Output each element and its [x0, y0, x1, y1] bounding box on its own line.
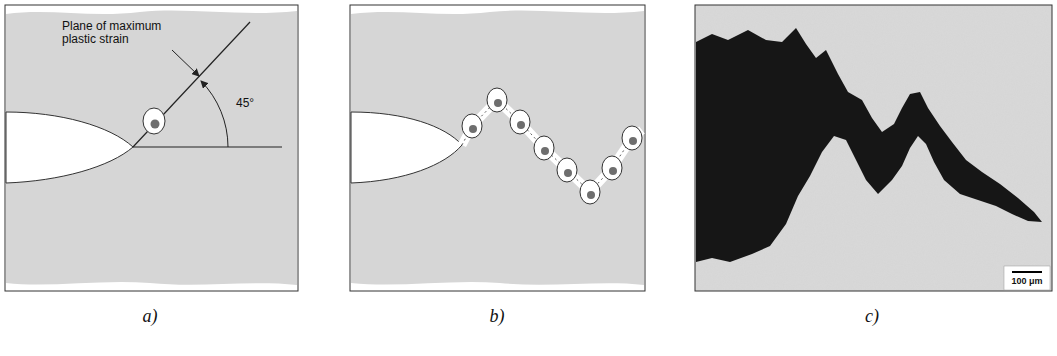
- panel-caption: b): [490, 306, 505, 327]
- plane-label: Plane of maximum plastic strain: [62, 20, 174, 46]
- panel-b: [350, 5, 645, 291]
- scale-bar-label: 100 μm: [1011, 276, 1042, 286]
- panel-caption: a): [143, 306, 158, 327]
- panel-c-micrograph: [695, 5, 1052, 291]
- angle-label: 45°: [236, 96, 254, 110]
- panel-caption: c): [865, 306, 879, 327]
- panel-a: [5, 5, 298, 291]
